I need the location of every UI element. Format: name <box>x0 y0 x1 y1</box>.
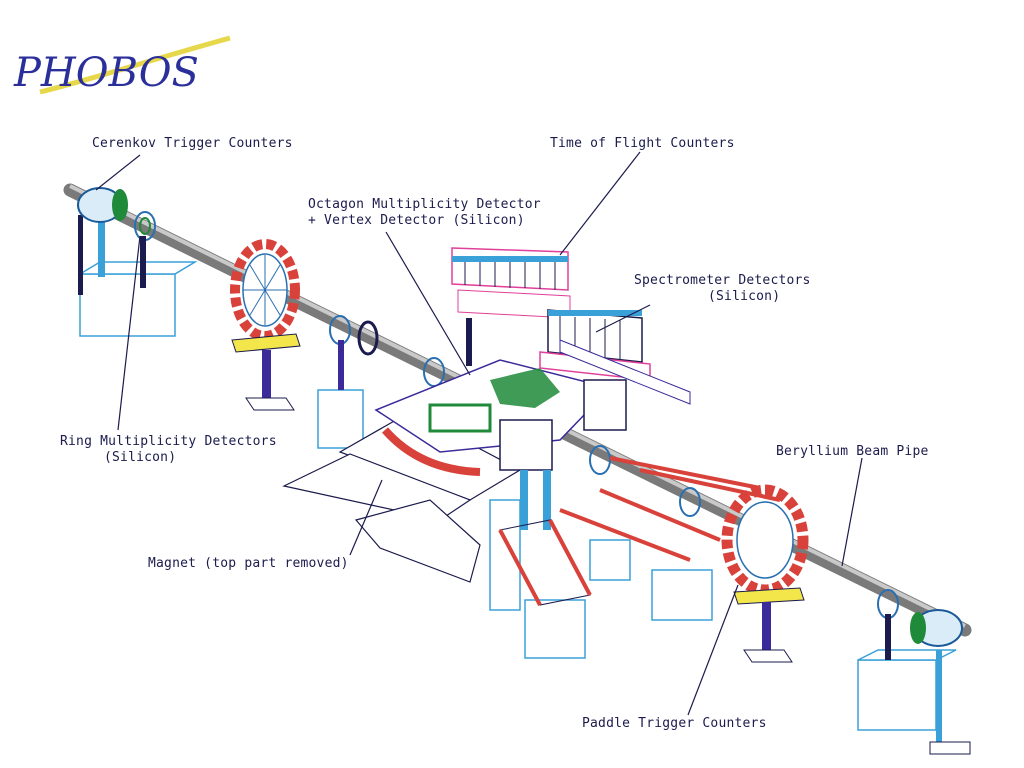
time-of-flight-counters <box>451 247 571 366</box>
logo-swoosh <box>39 35 231 95</box>
label-octagon-2: + Vertex Detector (Silicon) <box>308 213 525 228</box>
phobos-logo: PHOBOS <box>13 35 231 96</box>
cerenkov-counter-left <box>77 187 198 337</box>
label-magnet: Magnet (top part removed) <box>148 556 349 571</box>
leader-tof <box>559 151 641 256</box>
leader-spectrometer <box>595 304 651 333</box>
paddle-counter-right <box>721 484 809 663</box>
label-tof: Time of Flight Counters <box>550 136 735 151</box>
central-stands <box>489 445 713 659</box>
leader-cerenkov <box>95 154 141 191</box>
leader-lines <box>95 151 863 716</box>
cerenkov-counter-right <box>857 589 971 755</box>
label-paddle: Paddle Trigger Counters <box>582 716 767 731</box>
label-ring-2: (Silicon) <box>104 450 176 465</box>
support-stand-mid-left <box>317 315 445 449</box>
labels: Cerenkov Trigger Counters Time of Flight… <box>60 136 929 731</box>
label-beam-pipe: Beryllium Beam Pipe <box>776 444 929 459</box>
leader-octagon <box>385 231 471 376</box>
ring-detector-left <box>134 211 156 288</box>
spectrometer-detectors <box>539 309 691 405</box>
logo-text: PHOBOS <box>13 50 199 96</box>
leader-ring <box>117 235 141 431</box>
paddle-counter-left <box>230 239 301 411</box>
octagon-detector <box>374 359 627 471</box>
leader-beam-pipe <box>841 457 863 567</box>
magnet-base <box>282 411 522 583</box>
leader-magnet <box>349 479 383 556</box>
leader-paddle <box>687 584 739 716</box>
label-ring-1: Ring Multiplicity Detectors <box>60 434 277 449</box>
label-spectrometer-2: (Silicon) <box>708 289 780 304</box>
rails <box>498 456 781 606</box>
label-octagon-1: Octagon Multiplicity Detector <box>308 197 541 212</box>
label-spectrometer-1: Spectrometer Detectors <box>634 273 811 288</box>
label-cerenkov: Cerenkov Trigger Counters <box>92 136 293 151</box>
